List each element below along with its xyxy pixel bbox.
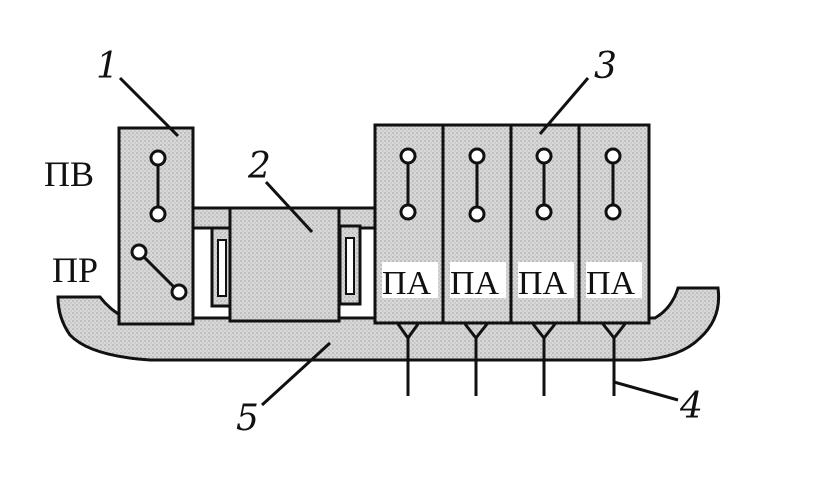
label-3: 3 — [594, 46, 617, 87]
label-2: 2 — [247, 146, 271, 187]
side-plate-inner — [345, 237, 355, 295]
terminal — [149, 149, 167, 167]
label-pv: ПВ — [44, 154, 94, 194]
side-plate-inner — [217, 239, 227, 297]
leader-2 — [264, 180, 314, 234]
pins — [396, 323, 627, 396]
leader-4 — [613, 380, 679, 402]
module-pa-1 — [373, 123, 445, 325]
module-relay — [228, 206, 341, 323]
terminal — [130, 243, 148, 261]
terminal — [170, 283, 188, 301]
label-1: 1 — [96, 46, 119, 87]
label-pa-3: ПА — [518, 265, 568, 302]
terminal — [149, 205, 167, 223]
label-pa-2: ПА — [450, 265, 500, 302]
leader-5 — [260, 341, 332, 407]
label-4: 4 — [679, 386, 703, 427]
module-pa-2 — [441, 123, 513, 325]
module-pa-3 — [509, 123, 581, 325]
leader-1 — [118, 76, 180, 138]
leader-3 — [538, 77, 590, 135]
label-pa-4: ПА — [586, 265, 636, 302]
label-pa-1: ПА — [382, 265, 432, 302]
label-5: 5 — [236, 398, 259, 439]
module-pa-4 — [577, 123, 651, 325]
label-pr: ПР — [52, 250, 98, 290]
